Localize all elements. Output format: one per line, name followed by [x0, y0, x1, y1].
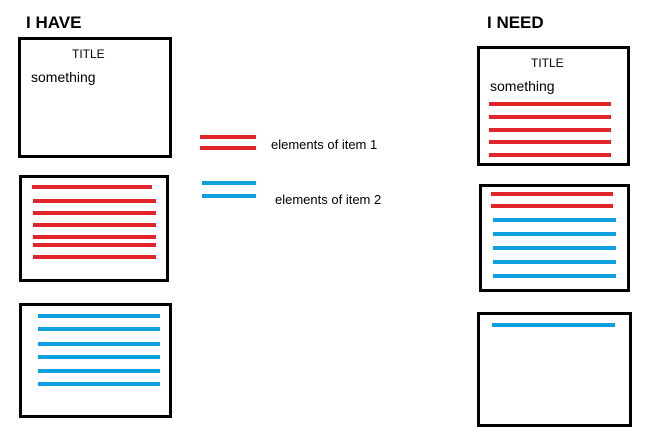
need-box-title: TITLE — [531, 56, 564, 70]
legend-item2-label: elements of item 2 — [275, 192, 382, 207]
i-have-heading: I HAVE — [26, 13, 82, 32]
item2-line — [38, 369, 160, 373]
item1-line — [489, 115, 611, 119]
have-box-subtitle: something — [31, 69, 96, 85]
item2-line — [38, 342, 160, 346]
have-item2-box — [19, 303, 172, 418]
item1-line — [33, 223, 156, 227]
item1-line — [489, 128, 611, 132]
have-item1-box — [19, 175, 169, 282]
item2-line — [38, 382, 160, 386]
item2-line — [493, 218, 616, 222]
item1-line — [489, 153, 611, 157]
have-title-box: TITLE something — [18, 37, 172, 158]
item1-line — [32, 185, 152, 189]
legend-item1-label: elements of item 1 — [271, 137, 378, 152]
legend-item1-swatch — [200, 146, 256, 150]
item1-line — [33, 211, 156, 215]
item2-line — [492, 323, 615, 327]
need-title-box: TITLE something — [477, 46, 630, 166]
need-item-box-2 — [479, 184, 630, 292]
have-box-title: TITLE — [72, 47, 105, 61]
item2-line — [38, 355, 160, 359]
item1-line — [491, 204, 613, 208]
item1-line — [33, 235, 156, 239]
item1-line — [489, 102, 611, 106]
item2-line — [493, 274, 616, 278]
need-box-subtitle: something — [490, 78, 555, 94]
item1-line — [489, 140, 611, 144]
legend-item2-swatch — [202, 181, 256, 185]
item1-line — [33, 255, 156, 259]
item2-line — [493, 232, 616, 236]
i-need-heading: I NEED — [487, 13, 544, 32]
item2-line — [38, 327, 160, 331]
item2-line — [493, 246, 616, 250]
item1-line — [33, 199, 156, 203]
item1-line — [491, 192, 613, 196]
legend-item1-swatch — [200, 135, 256, 139]
item2-line — [493, 260, 616, 264]
item1-line — [33, 243, 156, 247]
legend-item2-swatch — [202, 194, 256, 198]
need-item-box-3 — [477, 312, 632, 427]
item2-line — [38, 314, 160, 318]
